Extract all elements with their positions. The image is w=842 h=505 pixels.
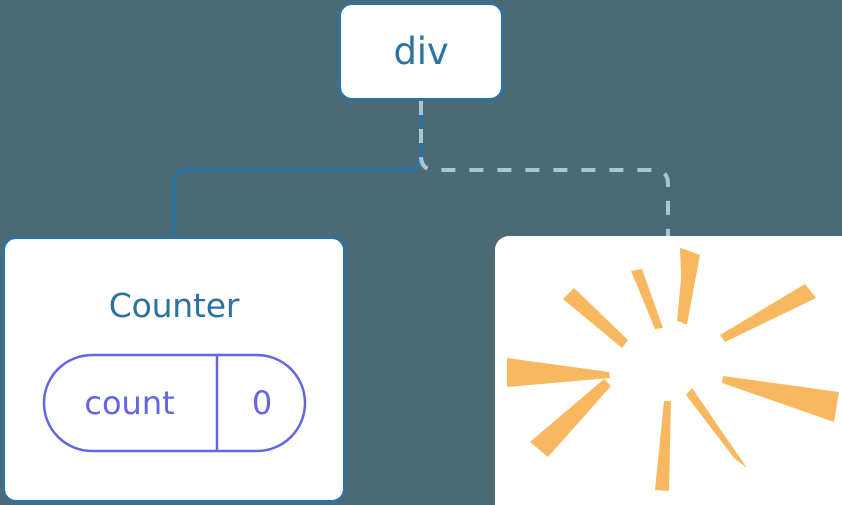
state-pill-key: count — [84, 384, 175, 422]
node-div-label: div — [393, 30, 449, 73]
edge-div-to-counter — [172, 101, 423, 236]
state-pill-value: 0 — [251, 384, 273, 422]
node-div[interactable]: div — [338, 2, 504, 101]
node-spinner-panel[interactable] — [495, 236, 842, 505]
edge-div-to-spinner — [419, 101, 670, 236]
loading-spinner-shape — [507, 248, 839, 491]
node-counter-label: Counter — [108, 286, 240, 325]
state-pill-shape — [42, 353, 307, 453]
state-pill-count[interactable]: count 0 — [42, 353, 307, 453]
loading-spinner-icon — [495, 236, 842, 505]
